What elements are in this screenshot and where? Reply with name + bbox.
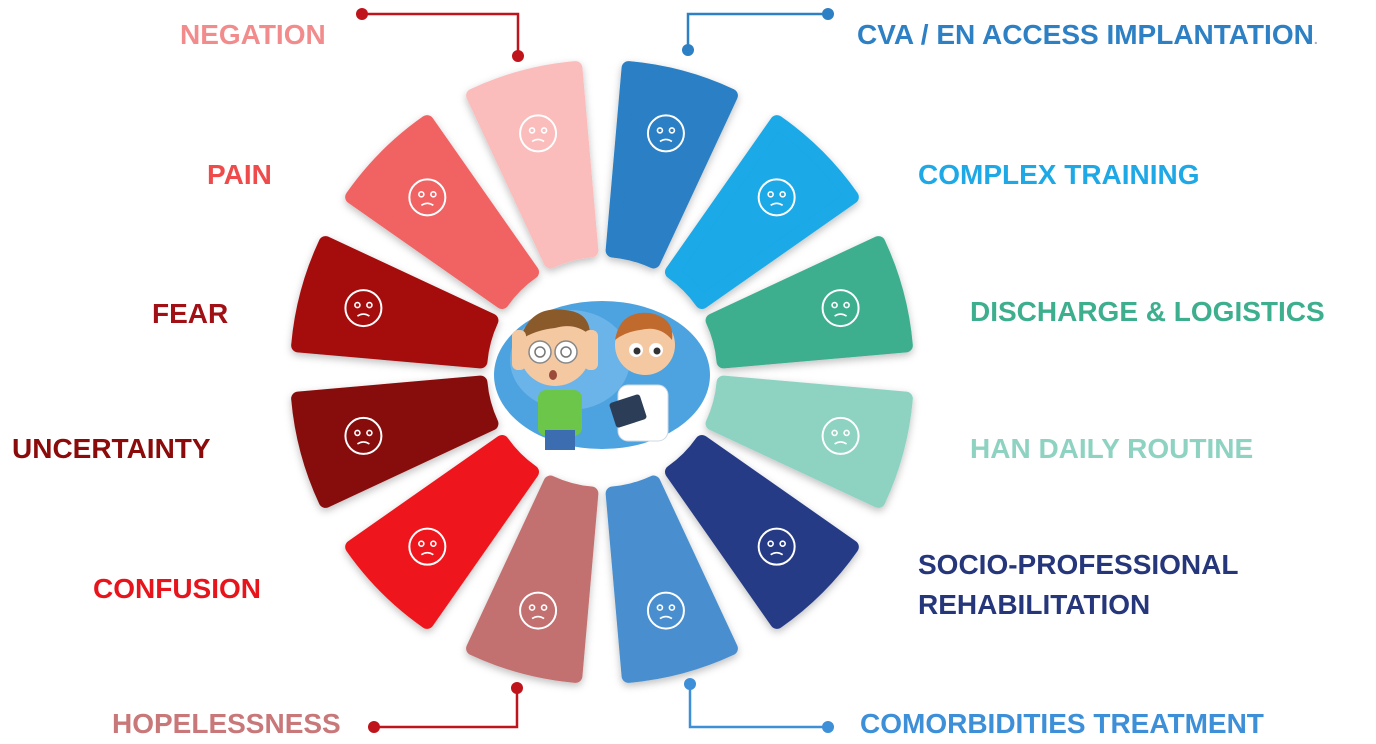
scared-face-icon (344, 289, 383, 328)
segment-confusion (345, 434, 540, 629)
confused-face-icon (408, 527, 447, 566)
label-hopelessness: HOPELESSNESS (112, 708, 341, 739)
label-socio-line-2: REHABILITATION (918, 589, 1151, 620)
label-confusion: CONFUSION (93, 573, 261, 604)
segment-pain (345, 115, 540, 310)
sad-face-icon (519, 591, 558, 630)
segment-discharge (705, 236, 913, 369)
segment-uncertainty (291, 375, 499, 508)
label-uncertainty: UNCERTAINTY (12, 433, 211, 464)
crying-face-icon (408, 178, 447, 217)
connector-dot-negation-end (512, 50, 524, 62)
label-fear: FEAR (152, 298, 229, 329)
segment-comorbid (605, 475, 738, 683)
patient-catheter-icon (646, 114, 685, 153)
label-cva-text: CVA / EN ACCESS IMPLANTATION (857, 19, 1314, 50)
label-negation: NEGATION (180, 19, 326, 50)
connector-dot-negation-start (356, 8, 368, 20)
label-comorbidities-treatment: COMORBIDITIES TREATMENT (860, 708, 1264, 739)
segment-socio (664, 434, 859, 629)
connector-dot-comorbidities-start (684, 678, 696, 690)
label-cva-suffix: . (1313, 31, 1318, 47)
label-socio-line-1: SOCIO-PROFESSIONAL (918, 549, 1239, 580)
doctor-character-icon (609, 312, 675, 442)
connector-dot-cva-end (822, 8, 834, 20)
infusion-chair-icon (821, 416, 860, 455)
family-group-icon (757, 527, 796, 566)
confused-patient-icon (512, 309, 598, 450)
label-han-daily-routine: HAN DAILY ROUTINE (970, 433, 1254, 464)
connector-dot-cva-start (682, 44, 694, 56)
connector-dot-comorbidities-end (822, 721, 834, 733)
label-socio-professional: SOCIO-PROFESSIONAL REHABILITATION (918, 548, 1238, 622)
segment-cva (605, 61, 738, 269)
segment-hopelessness (466, 475, 599, 683)
connector-negation (362, 12, 520, 56)
connector-hopelessness (374, 688, 519, 729)
uncertain-face-icon (344, 416, 383, 455)
connector-dot-hopelessness-end (368, 721, 380, 733)
label-pain: PAIN (207, 159, 272, 190)
label-complex-training: COMPLEX TRAINING (918, 159, 1200, 190)
segment-training (664, 115, 859, 310)
house-in-hand-icon (821, 289, 860, 328)
segment-negation (466, 61, 599, 269)
connector-dot-hopelessness-start (511, 682, 523, 694)
segment-fear (291, 236, 499, 369)
connector-cva (686, 12, 828, 50)
segment-routine (705, 375, 913, 508)
doctor-icon (646, 591, 685, 630)
connector-comorbidities (688, 684, 828, 729)
label-cva-access: CVA / EN ACCESS IMPLANTATION. (857, 18, 1318, 56)
angry-face-icon (519, 114, 558, 153)
hand-hygiene-icon (757, 178, 796, 217)
label-discharge-logistics: DISCHARGE & LOGISTICS (970, 296, 1325, 327)
